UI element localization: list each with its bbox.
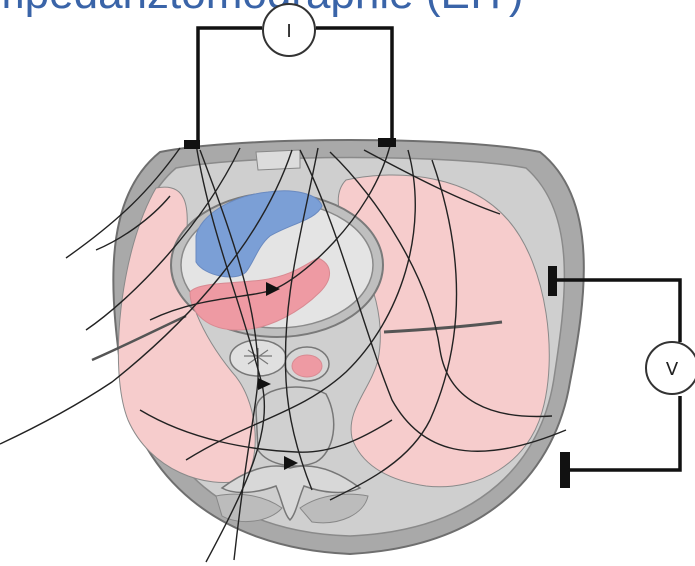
voltage-meter-label: V bbox=[666, 359, 679, 380]
vertebral-body bbox=[256, 387, 334, 466]
sternum bbox=[256, 150, 300, 170]
aorta-lumen bbox=[292, 355, 322, 377]
current-meter: I bbox=[263, 4, 315, 56]
current-meter-label: I bbox=[286, 21, 291, 42]
voltage-meter: V bbox=[646, 342, 695, 394]
